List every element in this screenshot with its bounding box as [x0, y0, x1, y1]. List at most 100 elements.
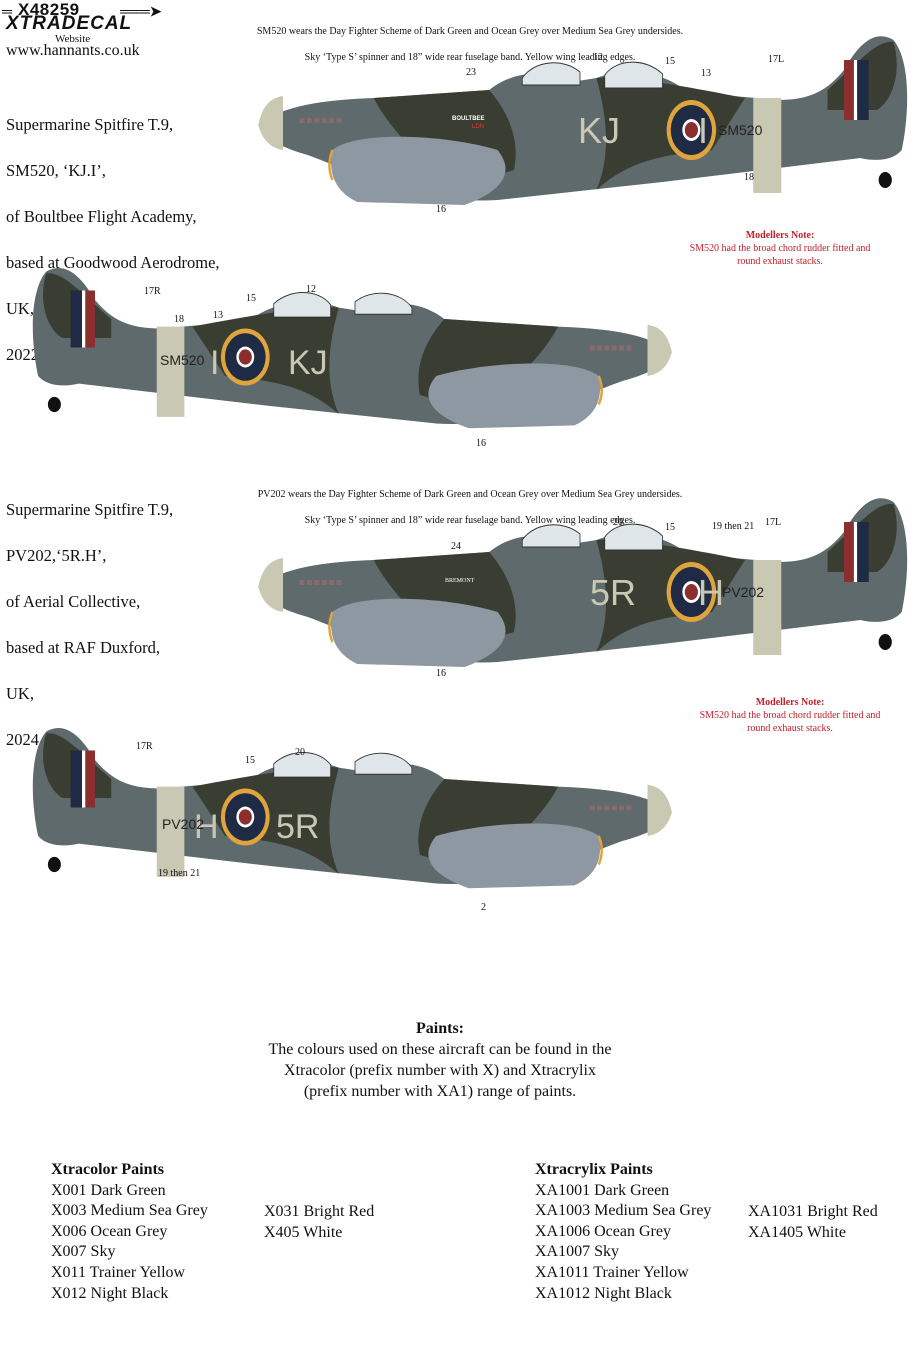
callout: 15: [665, 522, 675, 533]
scheme-line: PV202 wears the Day Fighter Scheme of Da…: [257, 489, 683, 500]
callout: 18: [174, 314, 184, 325]
serial: SM520: [718, 122, 763, 138]
note-line: SM520 had the broad chord rudder fitted …: [699, 710, 881, 721]
paints-intro-line: The colours used on these aircraft can b…: [268, 1041, 612, 1058]
scheme-line: SM520 wears the Day Fighter Scheme of Da…: [256, 26, 684, 37]
scheme-line: Sky ‘Type S’ spinner and 18” wide rear f…: [304, 52, 636, 63]
desc-line: based at RAF Duxford,: [6, 638, 160, 657]
paint-item: X001 Dark Green: [51, 1181, 166, 1199]
desc-line: PV202,‘5R.H’,: [6, 546, 107, 565]
callout: 19 then 21: [712, 521, 755, 532]
aircraft-2-modellers-note: Modellers Note: SM520 had the broad chor…: [680, 696, 900, 735]
desc-line: UK,: [6, 684, 34, 703]
aircraft-1-left-profile: KJ I SM520 BOULTBEE LDN 23 12 15 13 17L …: [250, 30, 910, 230]
callout: 12: [593, 52, 603, 63]
callout: 17R: [136, 741, 153, 752]
desc-line: 2022.: [6, 345, 44, 364]
callout: 16: [436, 204, 446, 215]
aircraft-1-scheme: SM520 wears the Day Fighter Scheme of Da…: [220, 12, 720, 77]
aircraft-1-right-profile: I KJ SM520 17R 18 13 15 12 16: [30, 262, 680, 452]
code-letters: 5R: [590, 572, 637, 613]
callout: 13: [213, 310, 223, 321]
callout: 15: [665, 56, 675, 67]
website-url[interactable]: www.hannants.co.uk: [6, 42, 140, 59]
paints-intro-line: (prefix number with XA1) range of paints…: [303, 1083, 577, 1100]
note-line: round exhaust stacks.: [747, 723, 833, 734]
code-letter-rear: H: [194, 808, 219, 846]
desc-line: of Aerial Collective,: [6, 592, 141, 611]
paint-item: XA1003 Medium Sea Grey: [535, 1202, 712, 1220]
nose-art-text: BOULTBEE: [452, 116, 485, 122]
callout: 12: [306, 284, 316, 295]
paint-item: XA1405 White: [748, 1223, 846, 1241]
callout: 17L: [765, 517, 782, 528]
code-letter-rear: I: [210, 344, 220, 382]
desc-line: Supermarine Spitfire T.9,: [6, 500, 174, 519]
paint-item: X011 Trainer Yellow: [51, 1263, 186, 1281]
desc-line: Supermarine Spitfire T.9,: [6, 115, 174, 134]
callout: 17R: [144, 286, 161, 297]
desc-line: 2024.: [6, 730, 44, 749]
callout: 19 then 21: [158, 868, 201, 879]
paint-item: X003 Medium Sea Grey: [51, 1202, 208, 1220]
note-line: SM520 had the broad chord rudder fitted …: [689, 243, 871, 254]
xtracolor-list: Xtracolor Paints X001 Dark Green X003 Me…: [51, 1160, 208, 1304]
paints-intro: Paints: The colours used on these aircra…: [250, 1018, 630, 1102]
xtracrylix-list-extra: XA1031 Bright Red XA1405 White: [748, 1202, 878, 1243]
callout: 13: [701, 68, 711, 79]
xtracrylix-list: Xtracrylix Paints XA1001 Dark Green XA10…: [535, 1160, 711, 1304]
code-letter-rear: I: [698, 110, 709, 151]
aircraft-2-left-profile: 5R H PV202 BREMONT 24 20 15 19 then 21 1…: [250, 492, 910, 692]
paint-item: XA1001 Dark Green: [535, 1181, 670, 1199]
aircraft-2-right-profile: H 5R PV202 17R 15 20 19 then 21 2: [30, 722, 680, 913]
brand-logo: XTRADECAL: [6, 13, 133, 34]
note-line: round exhaust stacks.: [737, 256, 823, 267]
paint-item: XA1012 Night Black: [535, 1284, 672, 1302]
paints-intro-line: Xtracolor (prefix number with X) and Xtr…: [284, 1062, 596, 1079]
callout: 20: [295, 747, 305, 758]
paint-item: X012 Night Black: [51, 1284, 169, 1302]
paint-item: X405 White: [264, 1223, 343, 1241]
code-letter-rear: H: [698, 572, 724, 613]
callout: 15: [245, 755, 255, 766]
callout: 23: [466, 67, 476, 78]
desc-line: SM520, ‘KJ.I’,: [6, 161, 106, 180]
aircraft-2-scheme: PV202 wears the Day Fighter Scheme of Da…: [220, 475, 720, 540]
callout: 17L: [768, 54, 785, 65]
scheme-line: Sky ‘Type S’ spinner and 18” wide rear f…: [304, 515, 636, 526]
serial: PV202: [162, 816, 205, 832]
aircraft-1-modellers-note: Modellers Note: SM520 had the broad chor…: [660, 229, 900, 268]
paint-item: X031 Bright Red: [264, 1203, 375, 1220]
xtracolor-list-extra: X031 Bright Red X405 White: [264, 1202, 374, 1243]
xtracolor-heading: Xtracolor Paints: [51, 1161, 165, 1178]
aircraft-1-description: Supermarine Spitfire T.9, SM520, ‘KJ.I’,…: [6, 90, 220, 389]
callout: 24: [451, 541, 461, 552]
paint-item: XA1031 Bright Red: [748, 1203, 878, 1220]
xtracrylix-heading: Xtracrylix Paints: [535, 1161, 653, 1178]
paint-item: X006 Ocean Grey: [51, 1222, 168, 1240]
paint-item: XA1007 Sky: [535, 1243, 620, 1261]
callout: 2: [481, 902, 486, 913]
code-letters: KJ: [578, 110, 621, 151]
note-title: Modellers Note:: [745, 230, 815, 241]
nose-art-subtext: LDN: [472, 124, 485, 130]
paint-item: X007 Sky: [51, 1243, 116, 1261]
paints-title: Paints:: [416, 1020, 464, 1037]
paint-item: XA1011 Trainer Yellow: [535, 1263, 689, 1281]
code-letters: 5R: [276, 808, 320, 846]
code-letters: KJ: [288, 344, 328, 382]
desc-line: of Boultbee Flight Academy,: [6, 207, 197, 226]
callout: 16: [436, 668, 446, 679]
callout: 16: [476, 438, 486, 449]
callout: 18: [744, 172, 754, 183]
jet-icon: ═══➤: [120, 3, 162, 19]
product-code: X48259: [18, 0, 80, 19]
callout: 20: [613, 517, 623, 528]
note-title: Modellers Note:: [755, 697, 825, 708]
paint-item: XA1006 Ocean Grey: [535, 1222, 671, 1240]
callout: 15: [246, 293, 256, 304]
desc-line: based at Goodwood Aerodrome,: [6, 253, 220, 272]
stripe-icon: ═: [2, 3, 12, 19]
nose-art-text: BREMONT: [445, 578, 475, 584]
aircraft-2-description: Supermarine Spitfire T.9, PV202,‘5R.H’, …: [6, 475, 173, 774]
